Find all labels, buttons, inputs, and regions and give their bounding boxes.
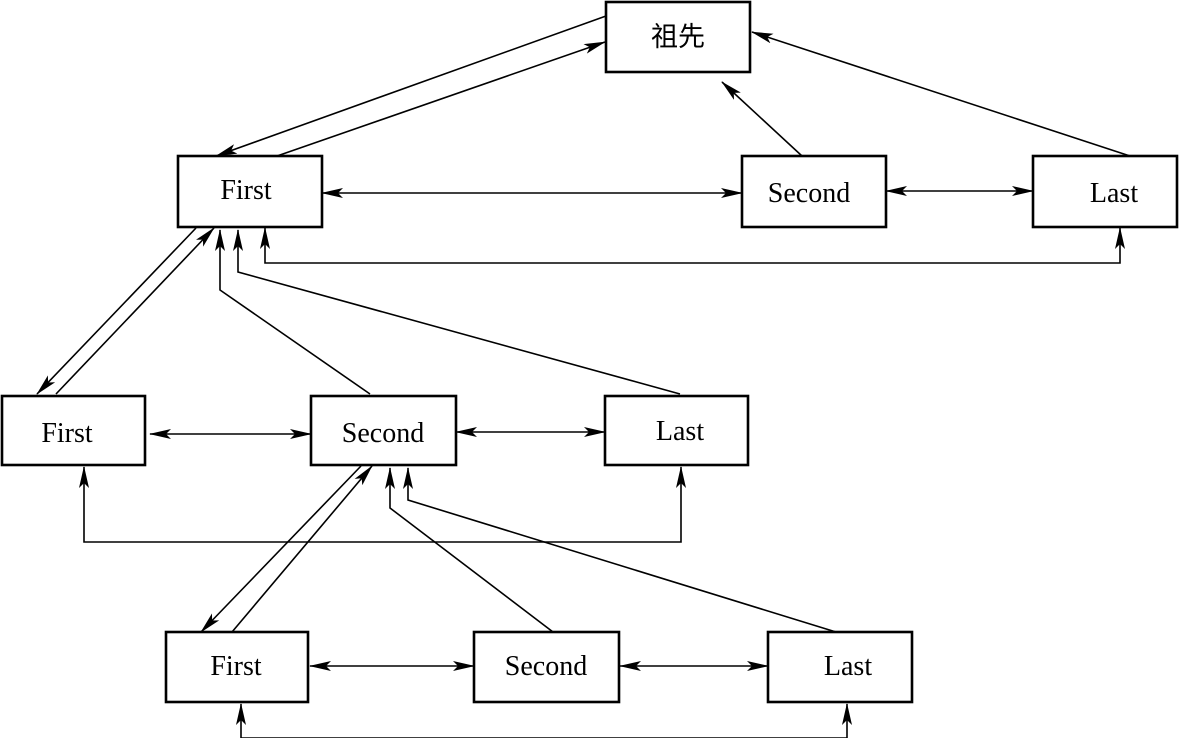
edge-l3-first-to-l2-second: [231, 465, 373, 633]
edge-l1-first-to-root: [276, 41, 606, 157]
node-l3-first: First: [164, 630, 310, 704]
node-l2-last-label: Last: [656, 416, 704, 447]
edge-l1-last-to-root: [751, 31, 1131, 157]
node-root: 祖先: [604, 0, 752, 74]
edge-l1-last-first-bracket: [260, 227, 1125, 264]
node-l2-second-label: Second: [342, 418, 424, 449]
edge-l2-second-to-l1-first: [215, 229, 371, 395]
edge-root-to-l1-first: [215, 15, 607, 157]
edge-l1-first-to-l2-first: [36, 227, 197, 395]
edges: [36, 15, 1131, 738]
node-l3-second-label: Second: [505, 651, 587, 682]
node-l2-first-label: First: [41, 418, 93, 449]
edge-l3-last-first-bracket: [236, 703, 852, 738]
node-root-label: 祖先: [651, 22, 705, 53]
edge-l3-last-to-l2-second: [403, 467, 837, 633]
node-l2-first: First: [0, 394, 147, 467]
node-l3-first-label: First: [210, 651, 262, 682]
node-l1-second-label: Second: [768, 178, 850, 209]
node-l1-last: Last: [1031, 154, 1179, 229]
edge-l2-last-to-l1-first: [233, 229, 681, 395]
node-l1-second: Second: [740, 154, 888, 229]
edge-l2-first-to-l1-first: [55, 227, 215, 395]
edge-l1-second-to-root: [721, 81, 803, 157]
node-l3-last: Last: [766, 630, 914, 704]
edge-l2-last-first-bracket: [79, 466, 686, 543]
node-l3-last-label: Last: [824, 651, 872, 682]
node-l1-last-label: Last: [1090, 178, 1138, 209]
node-l2-last: Last: [603, 394, 750, 467]
edge-l2-second-to-l3-first: [200, 465, 362, 633]
node-l1-first-label: First: [220, 175, 272, 206]
edge-l3-second-to-l2-second: [385, 467, 554, 633]
node-l2-second: Second: [309, 394, 458, 467]
node-l1-first: First: [176, 154, 324, 229]
node-l3-second: Second: [472, 630, 621, 704]
